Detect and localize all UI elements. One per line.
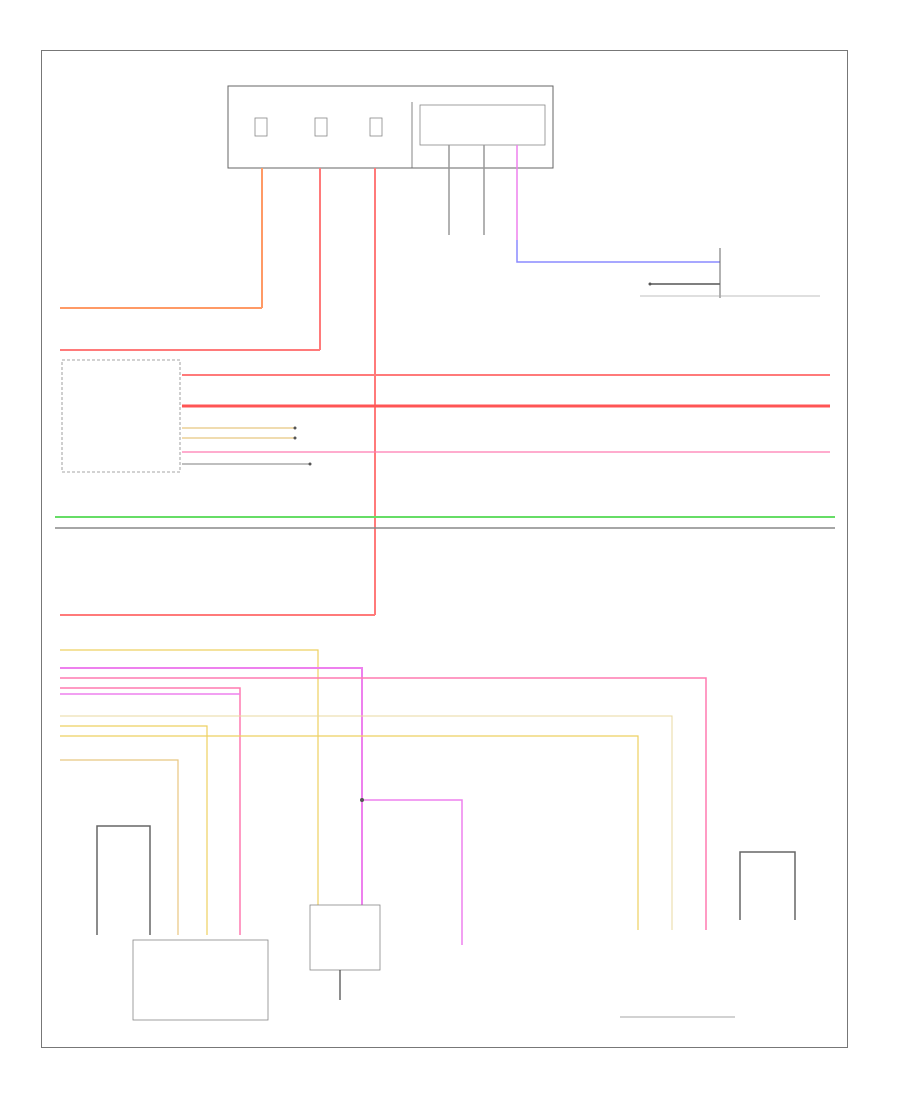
wire-yellow-3 [60, 735, 639, 930]
connector-dot-4 [648, 282, 652, 286]
wire-pink-1 [60, 677, 707, 930]
wire-blue [516, 240, 720, 263]
wire-pink-branch [362, 799, 463, 945]
wire-magenta-1 [60, 667, 363, 905]
fuse-3-symbol [369, 117, 383, 137]
splice-dot [360, 798, 364, 802]
connector-dot-2 [293, 436, 297, 440]
connector-dot-3 [308, 462, 312, 466]
wire-pink-2 [60, 687, 241, 935]
wire-yellow-1 [60, 649, 319, 905]
left-speaker-box [132, 939, 269, 1021]
schematic-frame [41, 50, 848, 1048]
wire-yellow-2 [60, 725, 208, 935]
fuse-1-symbol [254, 117, 268, 137]
wire-black-speaker [96, 825, 151, 935]
wire-tan-3 [60, 759, 179, 935]
fuse-block [227, 85, 554, 169]
circuit-section [419, 104, 546, 146]
connector-dot-1 [293, 426, 297, 430]
wire-black-right-speaker [739, 851, 796, 920]
fuse-2-symbol [314, 117, 328, 137]
wire-tan-2 [60, 715, 673, 930]
door-module-box [61, 359, 181, 473]
module-box [309, 904, 381, 971]
